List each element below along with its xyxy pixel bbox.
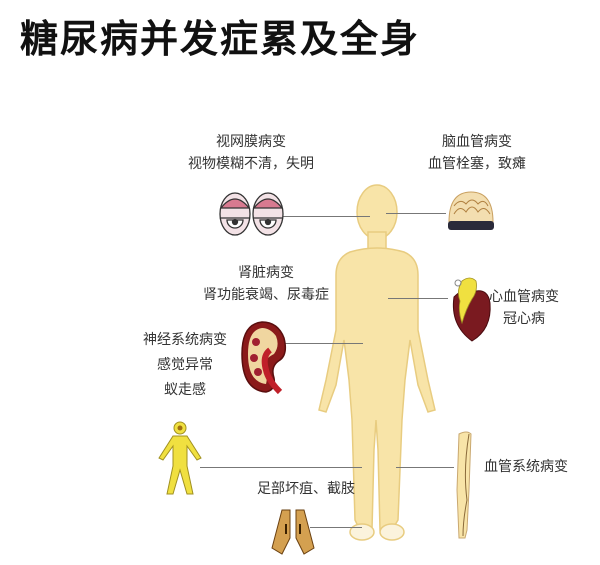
- connector-heart: [388, 298, 448, 299]
- connector-vessel: [396, 467, 454, 468]
- page-title: 糖尿病并发症累及全身: [20, 17, 421, 61]
- eyes-icon: [219, 192, 284, 236]
- nerve-label: 神经系统病变 感觉异常 蚁走感: [143, 332, 227, 398]
- kidney-label: 肾脏病变 肾功能衰竭、尿毒症: [203, 265, 329, 303]
- connector-kidney: [285, 343, 363, 344]
- heart-icon: [452, 277, 491, 342]
- connector-foot: [310, 527, 362, 528]
- retina-label: 视网膜病变 视物模糊不清，失明: [188, 134, 314, 172]
- feet-icon: [271, 509, 315, 555]
- connector-brain: [386, 213, 446, 214]
- connector-retina: [280, 216, 370, 217]
- brain-label: 脑血管病变 血管栓塞，致瘫: [428, 134, 526, 172]
- foot-label: 足部坏疽、截肢: [257, 481, 355, 497]
- vessel-label: 血管系统病变: [484, 459, 568, 475]
- heart-label: 心血管病变 冠心病: [489, 289, 559, 327]
- brain-icon: [448, 191, 494, 230]
- kidney-icon: [241, 321, 287, 395]
- leg-vessel-icon: [456, 431, 472, 539]
- connector-nerve: [200, 467, 362, 468]
- nerve-figure-icon: [158, 421, 202, 495]
